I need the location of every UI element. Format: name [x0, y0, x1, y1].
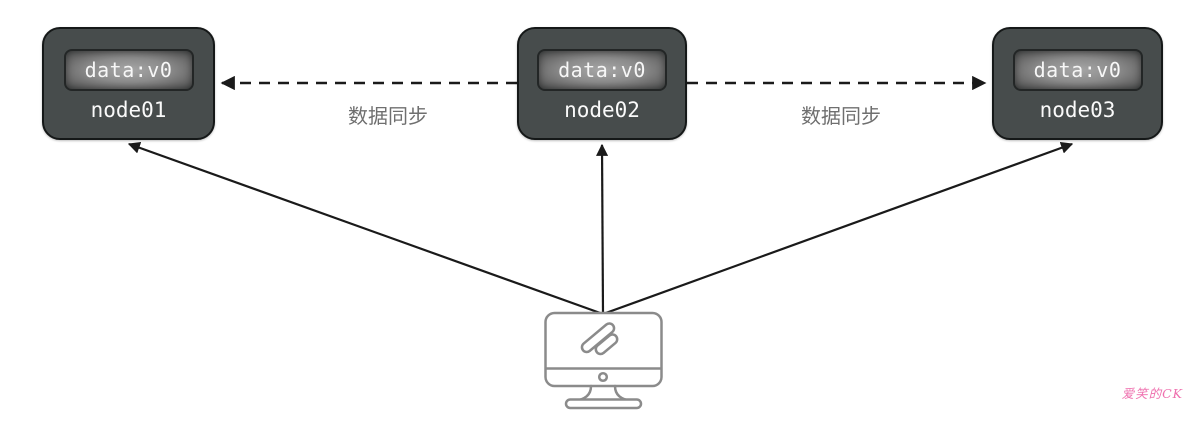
node-node02: data:v0 node02	[517, 27, 687, 140]
node03-name-label: node03	[1039, 97, 1116, 122]
node01-data-box: data:v0	[63, 48, 194, 91]
node02-data-box: data:v0	[537, 48, 667, 91]
node-node03: data:v0 node03	[992, 27, 1163, 140]
node-node01: data:v0 node01	[42, 27, 215, 140]
client-arrow-to-node03	[602, 142, 1074, 316]
node03-data-box: data:v0	[1012, 48, 1143, 91]
computer-monitor-icon	[544, 311, 663, 410]
node02-data-label: data:v0	[558, 57, 646, 82]
client-arrow-to-node01	[127, 141, 604, 316]
node01-name-label: node01	[90, 97, 167, 122]
sync-label-node01-node02: 数据同步	[348, 104, 428, 128]
sync-label-node02-node03: 数据同步	[801, 104, 881, 128]
client-arrow-to-node02	[596, 143, 609, 315]
node01-data-label: data:v0	[84, 57, 173, 82]
node03-data-label: data:v0	[1033, 57, 1122, 82]
node02-name-label: node02	[564, 97, 640, 122]
watermark-text: 爱笑的CK	[1121, 386, 1183, 401]
